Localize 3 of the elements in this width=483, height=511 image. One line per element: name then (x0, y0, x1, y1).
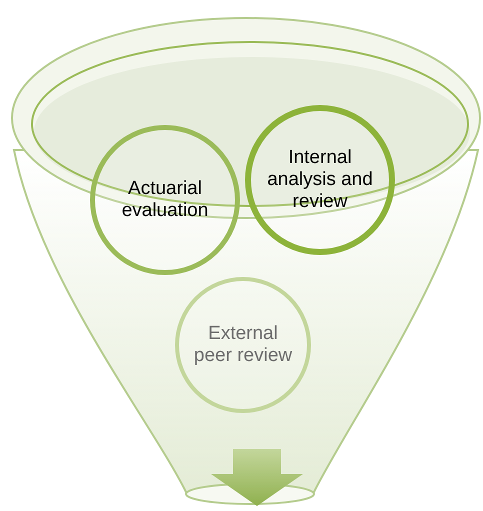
node-label: Actuarial evaluation (120, 178, 210, 222)
node-label: External peer review (192, 323, 294, 367)
node-label: Internal analysis and review (266, 147, 374, 213)
